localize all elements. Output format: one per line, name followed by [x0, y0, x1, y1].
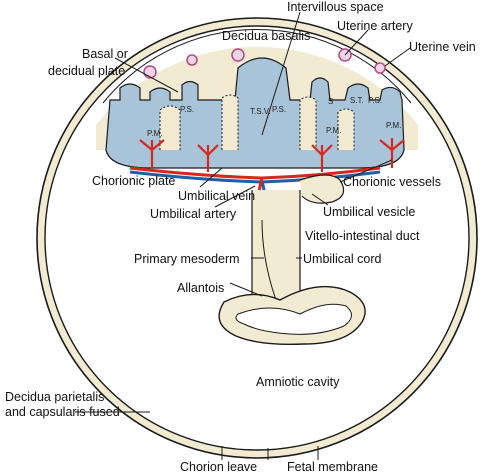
abbr-pm-2: P.M. [326, 126, 341, 135]
label-intervillous-space: Intervillous space [287, 0, 384, 14]
label-chorion-leave: Chorion leave [180, 460, 257, 474]
label-umbilical-vein: Umbilical vein [178, 189, 255, 203]
label-allantois: Allantois [177, 281, 224, 295]
spiral-artery-tips [143, 48, 386, 79]
label-amniotic-cavity: Amniotic cavity [256, 375, 340, 389]
label-chorionic-plate: Chorionic plate [92, 174, 175, 188]
label-vitello-intestinal-duct: Vitello-intestinal duct [305, 229, 420, 243]
abbr-tsv: T.S.V. [250, 107, 271, 116]
basal-plate-border [102, 29, 412, 104]
abbr-pm-3: P.M. [386, 121, 401, 130]
label-decidua-fused-1: Decidua parietalis [5, 390, 104, 404]
label-fetal-membrane: Fetal membrane [287, 460, 378, 474]
label-basal-plate-1: Basal or [82, 47, 128, 61]
label-uterine-vein: Uterine vein [409, 40, 476, 54]
villous-zone [105, 57, 405, 169]
label-primary-mesoderm: Primary mesoderm [134, 252, 240, 266]
label-uterine-artery: Uterine artery [337, 19, 413, 33]
abbr-ps-2: P.S. [272, 105, 286, 114]
umbilical-cord [251, 190, 301, 301]
label-decidua-fused-2: and capsularis fused [5, 405, 120, 419]
umbilical-vesicle [299, 174, 345, 204]
label-chorionic-vessels: Chorionic vessels [343, 175, 441, 189]
abbr-st: S.T. [350, 96, 364, 105]
leader-lines [75, 11, 411, 460]
abbr-pm-1: P.M. [147, 129, 162, 138]
label-umbilical-cord: Umbilical cord [303, 252, 382, 266]
label-decidua-basalis: Decidua basalis [222, 29, 310, 43]
label-umbilical-vesicle: Umbilical vesicle [323, 205, 415, 219]
label-basal-plate-2: decidual plate [48, 64, 125, 78]
abbr-ps-3: P.S. [368, 96, 382, 105]
abbr-ps-1: P.S. [180, 105, 194, 114]
amniotic-pocket [235, 303, 352, 335]
abbr-s: S [328, 97, 333, 106]
label-umbilical-artery: Umbilical artery [150, 207, 237, 221]
